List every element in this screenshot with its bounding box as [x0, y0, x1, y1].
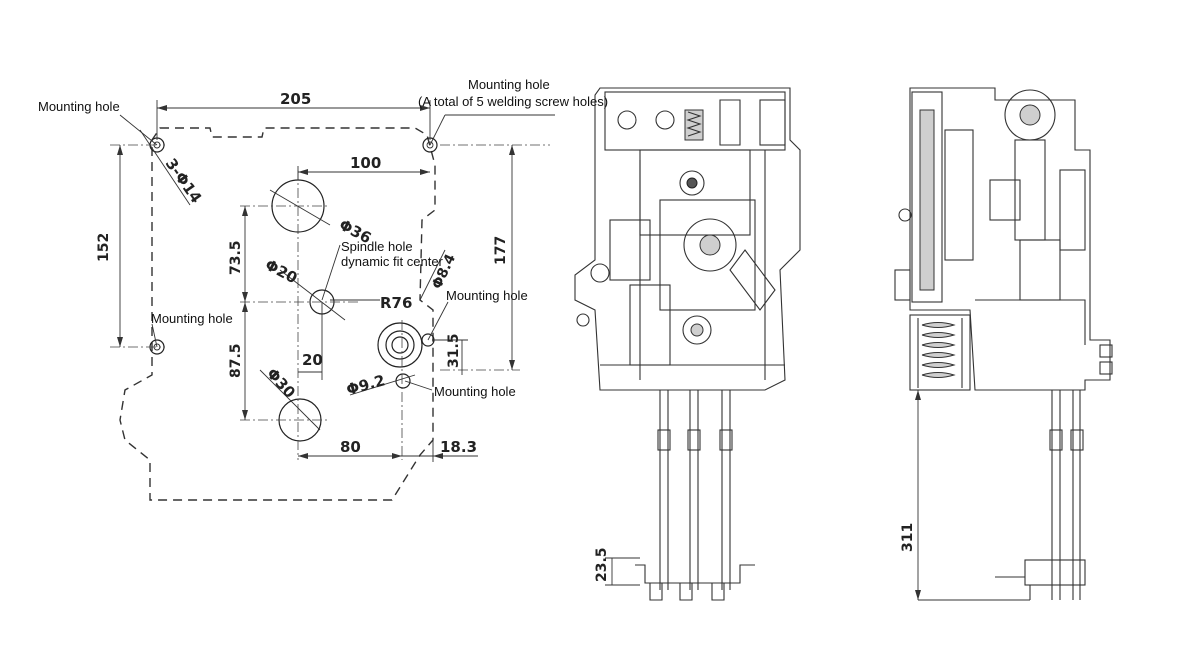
dim-205: 205: [280, 90, 311, 108]
mounting-plate-view: 205 100 152 177 73.5 87.5 20 3: [38, 77, 608, 501]
dim-152: 152: [96, 233, 112, 262]
callout-mounting-hole-top-right: Mounting hole: [468, 77, 550, 92]
dim-177: 177: [493, 236, 509, 265]
dim-diam-9-2: Φ9.2: [344, 371, 387, 399]
dim-diam-20: Φ20: [262, 256, 300, 288]
callout-mounting-hole-left: Mounting hole: [151, 311, 233, 326]
dim-23-5: 23.5: [594, 547, 610, 582]
dim-18-3: 18.3: [440, 438, 477, 456]
callout-mounting-hole-right: Mounting hole: [446, 288, 528, 303]
callout-mounting-hole-top-left: Mounting hole: [38, 99, 120, 114]
dim-311: 311: [900, 523, 916, 552]
dim-20: 20: [302, 351, 323, 369]
dim-31-5: 31.5: [446, 333, 462, 368]
dim-73-5: 73.5: [228, 240, 244, 275]
dim-diam-30: Φ30: [263, 365, 299, 402]
callout-welding-note: (A total of 5 welding screw holes): [418, 94, 608, 109]
dim-3-d14: 3-Φ14: [162, 155, 206, 207]
mounting-hole-bottom-circle: [395, 373, 411, 389]
dim-80: 80: [340, 438, 361, 456]
dim-100: 100: [350, 154, 381, 172]
callout-spindle-center: dynamic fit center: [341, 254, 444, 269]
mechanism-front-view: 23.5: [574, 87, 801, 601]
callout-mounting-hole-bottom: Mounting hole: [434, 384, 516, 399]
shaft-boss-outer: [377, 322, 423, 368]
dim-87-5: 87.5: [228, 343, 244, 378]
callout-spindle-hole: Spindle hole: [341, 239, 413, 254]
dim-r76: R76: [380, 294, 412, 312]
plate-outline: [119, 127, 436, 501]
mechanism-side-view: 311: [894, 87, 1113, 601]
